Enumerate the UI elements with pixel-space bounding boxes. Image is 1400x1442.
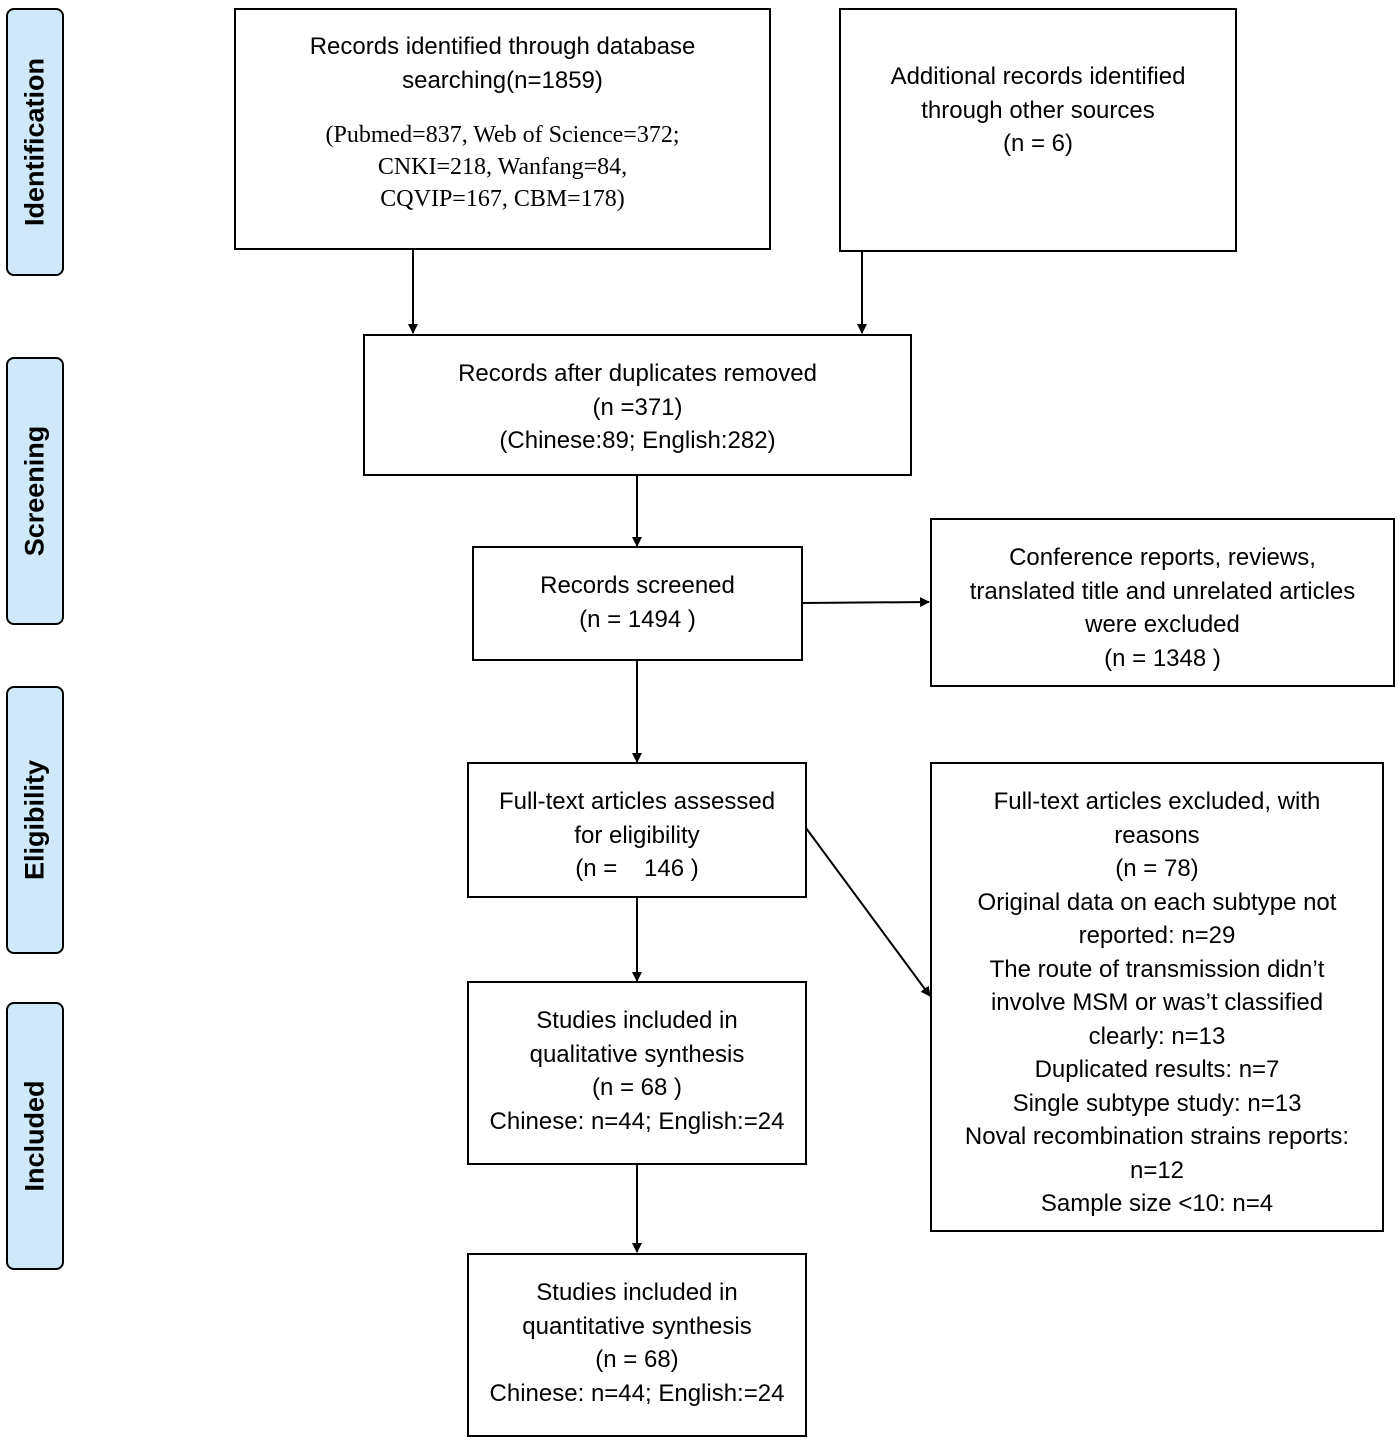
stage-tab-included: Included xyxy=(6,1002,64,1270)
stage-tab-screening: Screening xyxy=(6,357,64,625)
fulltext-assessed-box: Full-text articles assessed for eligibil… xyxy=(467,762,807,898)
box-line: searching(n=1859) xyxy=(402,66,603,94)
box-line: Full-text articles excluded, with xyxy=(993,788,1321,815)
qualitative-synthesis-box: Studies included in qualitative synthesi… xyxy=(467,981,807,1165)
box-line: Duplicated results: n=7 xyxy=(1034,1056,1280,1083)
box-line: Chinese: n=44; English:=24 xyxy=(489,1107,785,1135)
box-line: quantitative synthesis xyxy=(522,1312,752,1340)
after-duplicates-box: Records after duplicates removed (n =371… xyxy=(363,334,912,476)
box-line: (Chinese:89; English:282) xyxy=(499,427,776,454)
box-line: were excluded xyxy=(1085,611,1240,638)
box-line: Chinese: n=44; English:=24 xyxy=(489,1379,785,1407)
box-line: Full-text articles assessed xyxy=(498,788,776,815)
other-sources-box: Additional records identified through ot… xyxy=(839,8,1237,252)
box-line: (n = 6) xyxy=(1002,130,1074,157)
box-line: clearly: n=13 xyxy=(1088,1022,1226,1050)
box-line: for eligibility xyxy=(574,821,700,849)
stage-tab-identification: Identification xyxy=(6,8,64,276)
box-line: Original data on each subtype not xyxy=(977,888,1337,916)
database-records-box: Records identified through database sear… xyxy=(234,8,771,250)
records-screened-box: Records screened (n = 1494 ) xyxy=(472,546,803,661)
box-line: (n = 78) xyxy=(1115,855,1199,882)
box-line: Records after duplicates removed xyxy=(458,360,817,387)
stage-tab-eligibility: Eligibility xyxy=(6,686,64,954)
box-line: involve MSM or was’t classified xyxy=(990,989,1324,1016)
box-line: translated title and unrelated articles xyxy=(969,577,1356,605)
box-line: Conference reports, reviews, xyxy=(1009,544,1316,571)
box-line: CNKI=218, Wanfang=84, xyxy=(377,154,628,180)
box-line: qualitative synthesis xyxy=(529,1040,745,1068)
box-line: reported: n=29 xyxy=(1078,922,1236,949)
box-line: Sample size <10: n=4 xyxy=(1040,1190,1274,1217)
fulltext-excluded-box: Full-text articles excluded, with reason… xyxy=(930,762,1384,1232)
box-line: Studies included in xyxy=(536,1007,738,1034)
box-line: Noval recombination strains reports: xyxy=(964,1123,1350,1150)
box-line: (n = 68 ) xyxy=(591,1074,683,1101)
box-line: CQVIP=167, CBM=178) xyxy=(380,186,625,212)
screen-excluded-box: Conference reports, reviews, translated … xyxy=(930,518,1395,687)
box-line: (n = 1494 ) xyxy=(579,605,696,633)
box-line: reasons xyxy=(1114,821,1200,849)
box-line: Additional records identified xyxy=(890,63,1186,90)
box-line: Studies included in xyxy=(536,1279,738,1306)
arrow-fulltext-to-excluded xyxy=(805,827,931,997)
box-line: (Pubmed=837, Web of Science=372; xyxy=(325,122,680,148)
box-line: Records identified through database xyxy=(309,33,696,60)
box-line: n=12 xyxy=(1129,1156,1185,1184)
box-line: The route of transmission didn’t xyxy=(989,955,1325,983)
box-line: (n = 146 ) xyxy=(575,855,699,882)
box-line: (n = 1348 ) xyxy=(1104,644,1221,672)
quantitative-synthesis-box: Studies included in quantitative synthes… xyxy=(467,1253,807,1437)
box-line: (n = 68) xyxy=(595,1346,679,1373)
box-line: Records screened xyxy=(540,572,735,599)
box-line: Single subtype study: n=13 xyxy=(1012,1089,1302,1117)
box-line: (n =371) xyxy=(592,393,683,421)
box-line: through other sources xyxy=(921,96,1155,124)
arrow-screened-to-excluded xyxy=(801,597,930,608)
